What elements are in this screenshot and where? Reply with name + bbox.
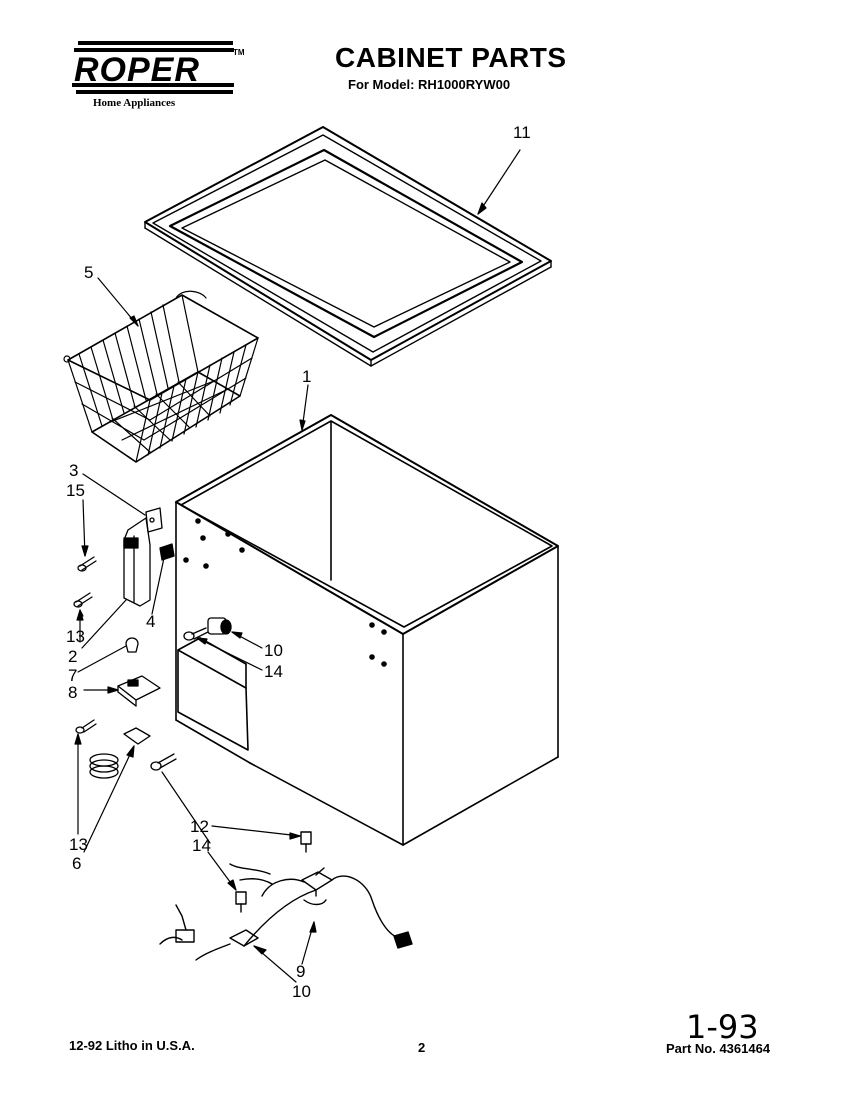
callout-14-upper: 14: [264, 662, 283, 681]
page-title: CABINET PARTS: [335, 42, 567, 73]
lid-gasket-part: [144, 126, 552, 367]
callout-1: 1: [302, 367, 311, 386]
page-number: 2: [418, 1040, 426, 1055]
callout-11: 11: [513, 123, 531, 142]
callout-8: 8: [68, 683, 77, 702]
lower-screw-part: [150, 753, 177, 771]
callout-3: 3: [69, 461, 78, 480]
callout-9: 9: [296, 962, 305, 981]
wire-basket-part: [63, 290, 259, 463]
callout-15: 15: [66, 481, 85, 500]
callout-10-lower: 10: [292, 982, 311, 1001]
handwritten-date: 1-93: [686, 1008, 759, 1046]
callout-2: 2: [68, 647, 77, 666]
brand-wordmark: ROPER: [74, 51, 200, 89]
brand-tagline: Home Appliances: [93, 97, 176, 109]
callout-labels: 11 5 1 3 15 4 13 2 7 8 10 14 13 6 12 14 …: [66, 123, 531, 1001]
callout-12: 12: [190, 817, 209, 836]
part-number: Part No. 4361464: [666, 1041, 771, 1056]
callout-13-upper: 13: [66, 627, 85, 646]
callout-7: 7: [68, 666, 77, 685]
model-subtitle: For Model: RH1000RYW00: [348, 77, 511, 92]
callout-10-upper: 10: [264, 641, 283, 660]
hinge-assembly-part: [73, 507, 175, 779]
trademark-mark: TM: [233, 48, 245, 57]
callout-4: 4: [146, 612, 155, 631]
thermostat-upper-part: [183, 617, 232, 641]
callout-6: 6: [72, 854, 81, 873]
callout-leaders: [74, 149, 521, 983]
wiring-harness-part: [159, 831, 413, 961]
cabinet-box-part: [175, 414, 559, 846]
callout-13-lower: 13: [69, 835, 88, 854]
callout-5: 5: [84, 263, 93, 282]
callout-14-lower: 14: [192, 836, 211, 855]
logo-stripes: [72, 41, 234, 94]
litho-note: 12-92 Litho in U.S.A.: [69, 1038, 195, 1053]
